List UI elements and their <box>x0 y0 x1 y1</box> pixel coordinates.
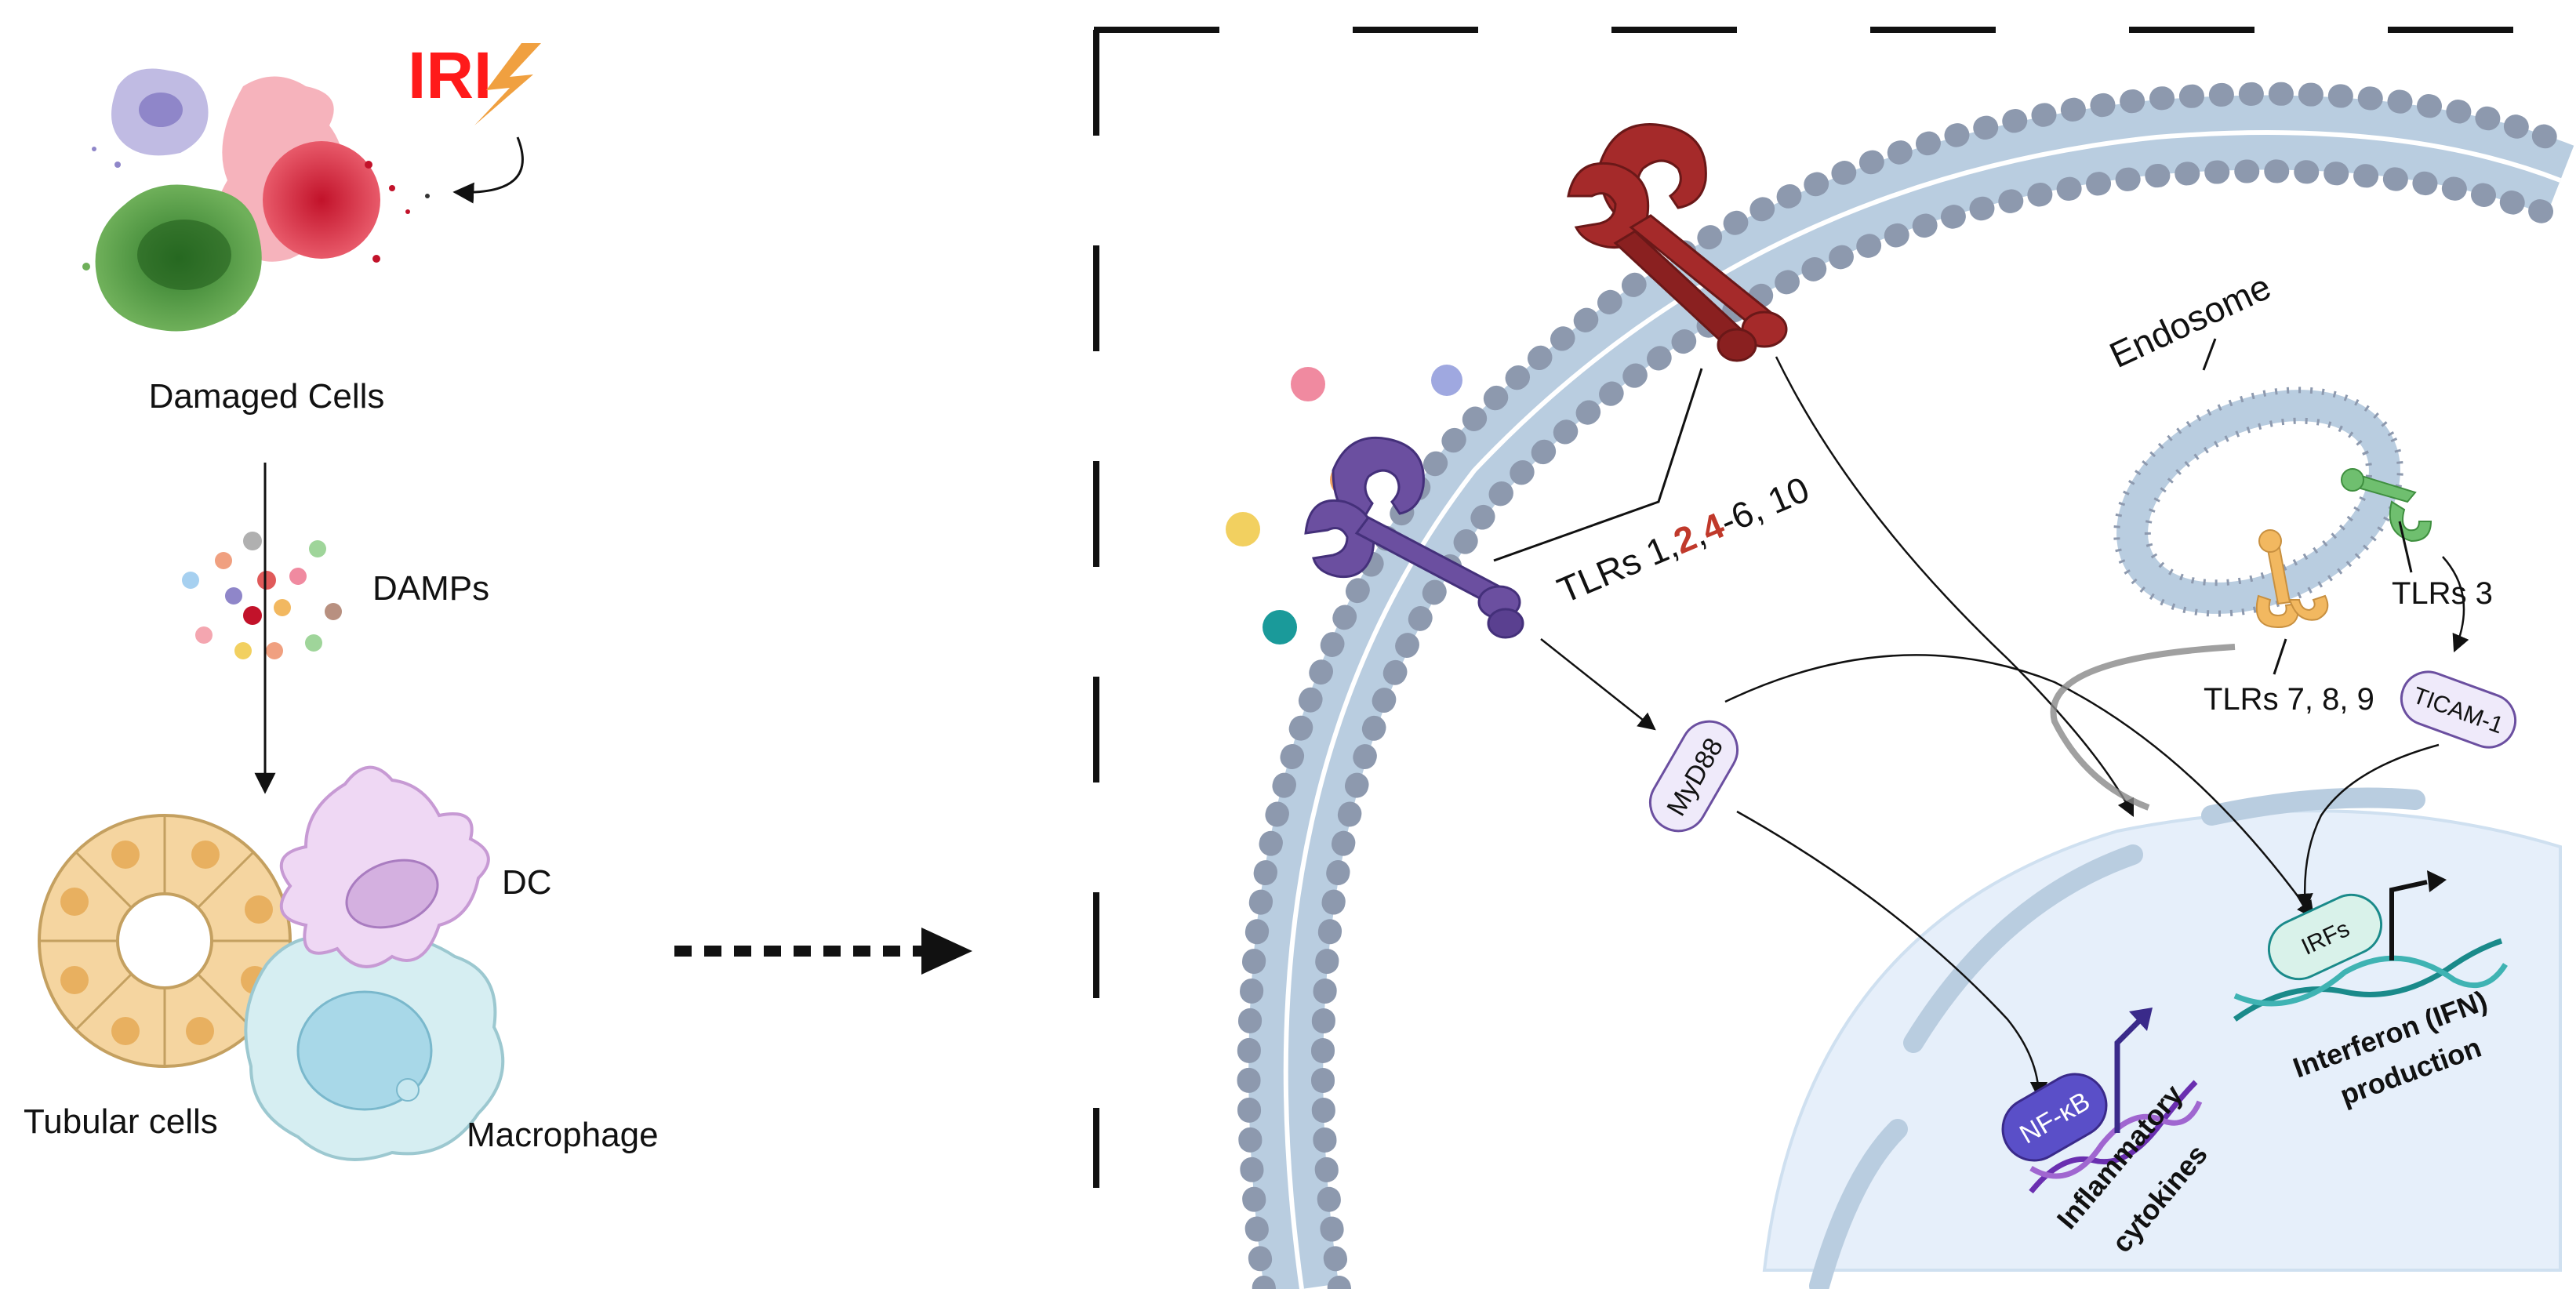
tlr789-label: TLRs 7, 8, 9 <box>2204 682 2374 717</box>
iri-label: IRI <box>408 38 492 112</box>
endosome-label: Endosome <box>2103 266 2276 376</box>
damps-label: DAMPs <box>372 569 489 608</box>
dna-helix-icon <box>2233 938 2503 1022</box>
transcription-start-arrow-nfkb <box>2114 1017 2143 1133</box>
right-panel: TLRs 1,2,4-6, 10 Endosome TLRs 3 TLRs 7,… <box>1093 27 2574 1289</box>
tlr-receptor-icon <box>1567 123 1788 362</box>
tlr-bracket <box>1493 368 1703 562</box>
dna-helix-icon <box>2029 1100 2203 1179</box>
dna-helix-icon <box>2233 955 2508 1007</box>
damaged-cells-label: Damaged Cells <box>149 377 385 416</box>
myd88-node: MyD88 <box>1649 720 1739 833</box>
tubular-cells-label: Tubular cells <box>24 1102 218 1141</box>
tubular-cells-illustration <box>38 814 292 1068</box>
tlr3-label: TLRs 3 <box>2392 576 2493 611</box>
endosome <box>2113 387 2403 617</box>
endosome-to-nucleus-arrow <box>2050 644 2236 811</box>
dashed-frame <box>1093 27 2537 1188</box>
transcription-start-arrow-irfs <box>2389 880 2428 960</box>
damaged-cells-illustration <box>82 68 430 332</box>
iri-arrow <box>452 136 524 204</box>
macrophage-illustration <box>244 934 505 1161</box>
damp-molecules <box>182 532 342 659</box>
ticam1-node: TICAM-1 <box>2400 670 2517 749</box>
irfs-node: IRFs <box>2267 893 2383 981</box>
tlr-receptor-icon <box>2341 468 2432 543</box>
nfkb-node: NF-κB <box>2001 1073 2108 1162</box>
dna-helix-icon <box>2029 1080 2198 1194</box>
dendritic-cell-illustration <box>279 765 490 968</box>
signaling-arrows <box>1540 356 2469 1100</box>
tlr-receptor-icon <box>1304 436 1524 639</box>
left-panel: IRI Damaged Cells DAMPs <box>24 38 972 1161</box>
lightning-icon <box>474 43 541 125</box>
macrophage-label: Macrophage <box>467 1116 659 1154</box>
dc-label: DC <box>502 863 552 902</box>
tlr-receptor-icon <box>2255 529 2329 629</box>
tlr-surface-label: TLRs 1,2,4-6, 10 <box>1552 468 1815 611</box>
